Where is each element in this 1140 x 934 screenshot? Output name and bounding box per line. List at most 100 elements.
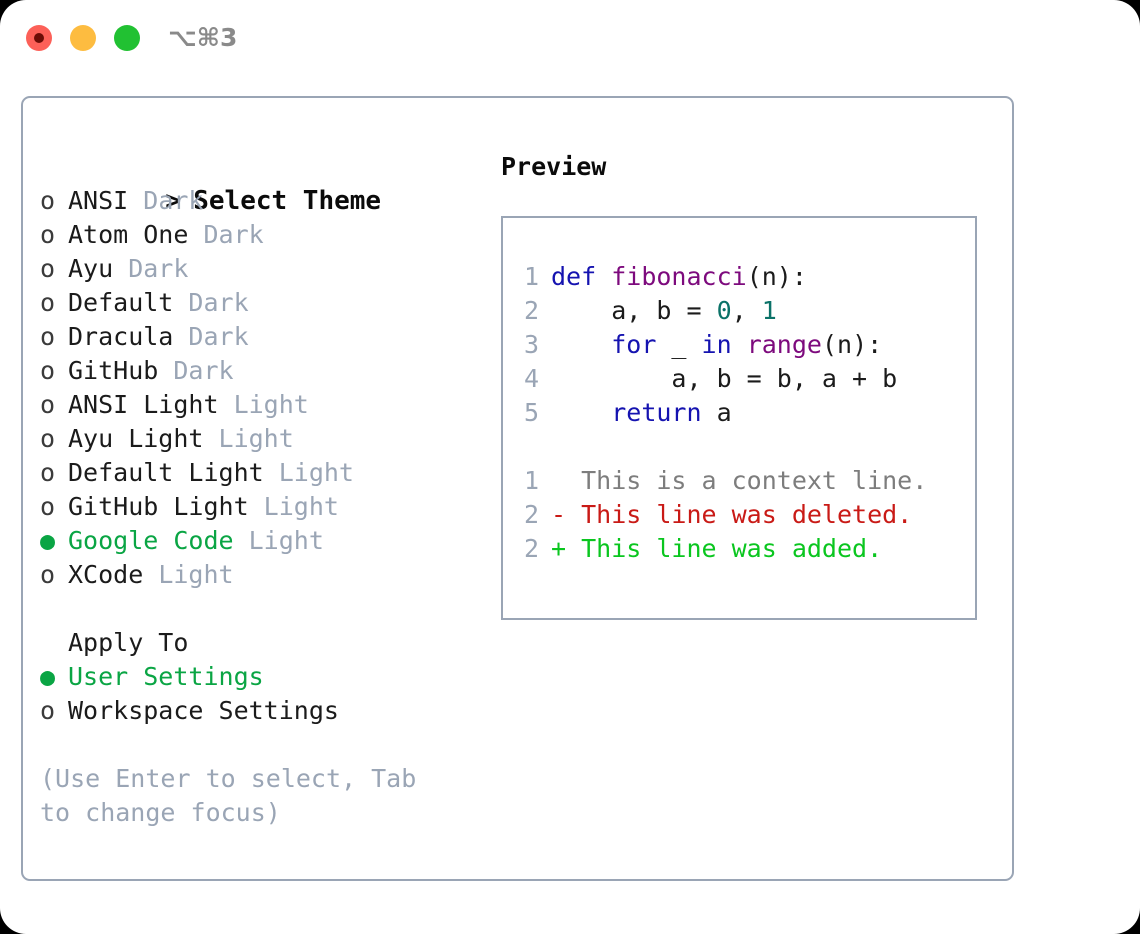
code-line: 1 def fibonacci(n): xyxy=(517,260,969,294)
diff-sign: + xyxy=(551,534,582,563)
radio-empty-icon: o xyxy=(40,492,71,521)
preview-title: Preview xyxy=(501,152,607,181)
radio-selected-icon: ● xyxy=(40,526,71,555)
theme-category-badge: Dark xyxy=(113,254,189,283)
code-token: a, b = xyxy=(551,296,717,325)
theme-category-badge: Dark xyxy=(173,322,249,351)
theme-option-atom-one[interactable]: o Atom One Dark xyxy=(40,218,480,252)
code-diff-gap xyxy=(517,430,969,464)
code-line: 2 a, b = 0, 1 xyxy=(517,294,969,328)
theme-name: ANSI Light xyxy=(68,390,219,419)
code-token: range xyxy=(746,330,822,359)
diff-line: 2- This line was deleted. xyxy=(517,498,969,532)
select-theme-header: > Select Theme xyxy=(40,150,480,216)
diff-text: This is a context line. xyxy=(581,466,928,495)
code-token: , xyxy=(731,296,762,325)
radio-empty-icon: o xyxy=(40,560,71,589)
theme-name: Dracula xyxy=(68,322,174,351)
theme-category-badge: Dark xyxy=(188,220,264,249)
code-token: fibonacci xyxy=(611,262,747,291)
apply-to-heading: Apply To xyxy=(68,628,189,657)
select-theme-label: Select Theme xyxy=(193,186,382,216)
traffic-light-buttons xyxy=(26,25,140,51)
minimize-button[interactable] xyxy=(70,25,96,51)
theme-category-badge: Dark xyxy=(173,288,249,317)
list-spacer xyxy=(40,592,480,626)
code-token: def xyxy=(551,262,612,291)
radio-empty-icon: o xyxy=(40,696,71,725)
line-number: 4 xyxy=(523,364,539,393)
apply-to-label: Workspace Settings xyxy=(68,696,339,725)
theme-name: GitHub Light xyxy=(68,492,249,521)
code-token: _ xyxy=(656,330,702,359)
zoom-button[interactable] xyxy=(114,25,140,51)
code-token: (n): xyxy=(746,262,807,291)
radio-empty-icon: o xyxy=(40,322,71,351)
theme-option-ansi-light[interactable]: o ANSI Light Light xyxy=(40,388,480,422)
line-number: 1 xyxy=(523,262,539,291)
theme-name: Ayu xyxy=(68,254,114,283)
theme-name: ANSI xyxy=(68,186,129,215)
window-title: ⌥⌘3 xyxy=(168,23,238,52)
theme-option-google-code[interactable]: ● Google Code Light xyxy=(40,524,480,558)
theme-category-badge: Light xyxy=(218,390,309,419)
theme-option-default-light[interactable]: o Default Light Light xyxy=(40,456,480,490)
code-line: 3 for _ in range(n): xyxy=(517,328,969,362)
apply-to-label: User Settings xyxy=(68,662,264,691)
code-token: a, b = b, a + b xyxy=(551,364,898,393)
diff-block: 1 This is a context line.2- This line wa… xyxy=(517,464,969,566)
code-token xyxy=(551,330,611,359)
theme-option-ansi[interactable]: o ANSI Dark xyxy=(40,184,480,218)
apply-to-option-workspace-settings[interactable]: o Workspace Settings xyxy=(40,694,480,728)
title-bar: ⌥⌘3 xyxy=(0,0,1140,78)
diff-text: This line was deleted. xyxy=(581,500,913,529)
apply-to-option-user-settings[interactable]: ● User Settings xyxy=(40,660,480,694)
theme-category-badge: Light xyxy=(248,492,339,521)
code-token: (n): xyxy=(821,330,883,359)
prompt-caret-icon: > xyxy=(165,186,197,216)
radio-empty-icon: o xyxy=(40,288,71,317)
theme-option-github[interactable]: o GitHub Dark xyxy=(40,354,480,388)
line-number: 2 xyxy=(523,534,539,563)
theme-option-ayu[interactable]: o Ayu Dark xyxy=(40,252,480,286)
theme-name: Default Light xyxy=(68,458,264,487)
code-token: in xyxy=(701,330,732,359)
line-number: 2 xyxy=(523,296,539,325)
theme-category-badge: Light xyxy=(143,560,234,589)
code-token xyxy=(732,330,747,359)
line-number: 2 xyxy=(523,500,539,529)
theme-category-badge: Dark xyxy=(158,356,234,385)
theme-name: Atom One xyxy=(68,220,189,249)
code-token: 1 xyxy=(761,296,777,325)
close-button[interactable] xyxy=(26,25,52,51)
theme-category-badge: Light xyxy=(263,458,354,487)
radio-empty-icon: o xyxy=(40,186,71,215)
line-number: 5 xyxy=(523,398,539,427)
radio-empty-icon: o xyxy=(40,458,71,487)
line-number: 3 xyxy=(523,330,539,359)
theme-option-github-light[interactable]: o GitHub Light Light xyxy=(40,490,480,524)
theme-category-badge: Dark xyxy=(128,186,204,215)
theme-option-xcode[interactable]: o XCode Light xyxy=(40,558,480,592)
code-line: 4 a, b = b, a + b xyxy=(517,362,969,396)
radio-empty-icon: o xyxy=(40,220,71,249)
theme-category-badge: Light xyxy=(233,526,324,555)
line-number: 1 xyxy=(523,466,539,495)
theme-option-default[interactable]: o Default Dark xyxy=(40,286,480,320)
diff-line: 1 This is a context line. xyxy=(517,464,969,498)
keyboard-hint-text: (Use Enter to select, Tab to change focu… xyxy=(40,764,432,827)
diff-sign xyxy=(551,466,581,495)
theme-option-dracula[interactable]: o Dracula Dark xyxy=(40,320,480,354)
theme-category-badge: Light xyxy=(203,424,294,453)
diff-text: This line was added. xyxy=(581,534,883,563)
theme-name: XCode xyxy=(68,560,144,589)
theme-option-ayu-light[interactable]: o Ayu Light Light xyxy=(40,422,480,456)
radio-empty-icon: o xyxy=(40,254,71,283)
code-token: 0 xyxy=(716,296,732,325)
